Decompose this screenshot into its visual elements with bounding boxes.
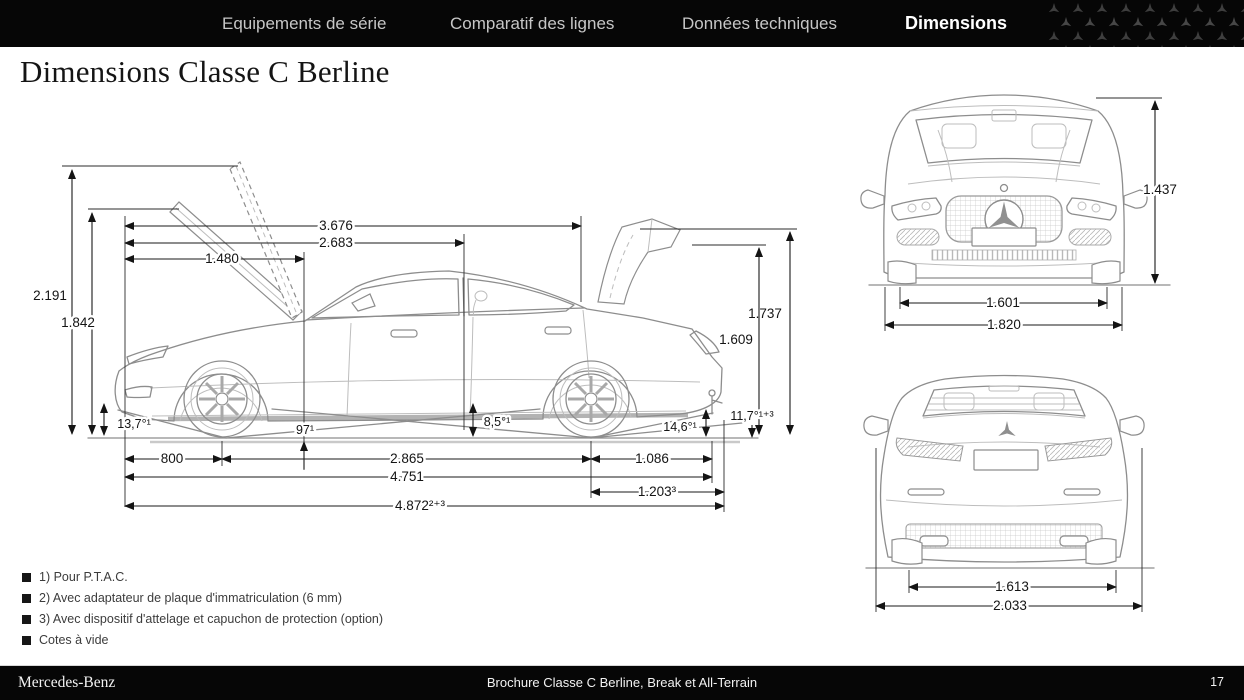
footnote-text: Cotes à vide bbox=[39, 633, 109, 647]
side-view-dimensions: 3.676 2.683 1.480 2.191 1.842 1.737 1.60… bbox=[31, 165, 797, 516]
square-bullet-icon bbox=[22, 572, 31, 582]
dim-2033-label: 2.033 bbox=[993, 598, 1027, 613]
dim-1820-label: 1.820 bbox=[987, 317, 1021, 332]
mercedes-star-icon bbox=[998, 421, 1016, 436]
page-number: 17 bbox=[1210, 675, 1224, 689]
dim-1203-label: 1.203³ bbox=[638, 484, 677, 499]
rear-wheel bbox=[552, 360, 630, 438]
dim-3676-label: 3.676 bbox=[319, 218, 353, 233]
footnote-text: 3) Avec dispositif d'attelage et capucho… bbox=[39, 612, 384, 626]
dim-1601-label: 1.601 bbox=[986, 295, 1020, 310]
footnote-text: 2) Avec adaptateur de plaque d'immatricu… bbox=[39, 591, 343, 605]
nav-item-comparatif[interactable]: Comparatif des lignes bbox=[450, 14, 615, 33]
square-bullet-icon bbox=[22, 593, 31, 603]
front-wheel bbox=[183, 360, 261, 438]
ground-clearance-label: 97¹ bbox=[296, 423, 314, 437]
rear-license-plate bbox=[973, 449, 1039, 471]
dim-1842-label: 1.842 bbox=[61, 315, 95, 330]
dim-1437-label: 1.437 bbox=[1143, 182, 1177, 197]
page-title: Dimensions Classe C Berline bbox=[20, 54, 390, 89]
footnotes-list: 1) Pour P.T.A.C. 2) Avec adaptateur de p… bbox=[22, 570, 383, 654]
dim-4751-label: 4.751 bbox=[390, 469, 424, 484]
nav-item-dimensions-active[interactable]: Dimensions bbox=[905, 13, 1008, 33]
right-taillight bbox=[1044, 437, 1113, 462]
square-bullet-icon bbox=[22, 614, 31, 624]
dim-800-label: 800 bbox=[161, 451, 184, 466]
dim-1737-label: 1.737 bbox=[748, 306, 782, 321]
departure-angle-label: 14,6°¹ bbox=[663, 420, 697, 434]
dim-1613-label: 1.613 bbox=[995, 579, 1029, 594]
approach-angle-label: 13,7°¹ bbox=[117, 417, 151, 431]
footnote-item: 3) Avec dispositif d'attelage et capucho… bbox=[22, 612, 383, 626]
front-view-drawing bbox=[860, 94, 1171, 286]
ramp-angle-label: 8,5°¹ bbox=[484, 415, 511, 429]
dim-1609-label: 1.609 bbox=[719, 332, 753, 347]
front-license-plate bbox=[971, 227, 1037, 247]
nav-item-equipements[interactable]: Equipements de série bbox=[222, 14, 387, 33]
dim-2191-label: 2.191 bbox=[33, 288, 67, 303]
nav-item-donnees-techniques[interactable]: Données techniques bbox=[682, 14, 838, 33]
footer-document-title: Brochure Classe C Berline, Break et All-… bbox=[486, 675, 758, 690]
rear-view-drawing bbox=[863, 374, 1155, 569]
star-pattern-decoration bbox=[1048, 0, 1244, 47]
left-taillight bbox=[895, 437, 964, 462]
dim-1480-label: 1.480 bbox=[205, 251, 239, 266]
rear-view-dimensions: 1.613 2.033 bbox=[875, 448, 1143, 616]
open-trunk-lid bbox=[597, 218, 681, 305]
footer-bar: Mercedes-Benz Brochure Classe C Berline,… bbox=[0, 665, 1244, 700]
footnote-item: Cotes à vide bbox=[22, 633, 383, 647]
dim-4872-label: 4.872²⁺³ bbox=[395, 498, 445, 513]
top-nav-bar: Equipements de série Comparatif des lign… bbox=[0, 0, 1244, 47]
footnote-item: 2) Avec adaptateur de plaque d'immatricu… bbox=[22, 591, 383, 605]
footnote-item: 1) Pour P.T.A.C. bbox=[22, 570, 383, 584]
brand-wordmark: Mercedes-Benz bbox=[18, 674, 116, 691]
side-view-drawing bbox=[87, 161, 759, 444]
square-bullet-icon bbox=[22, 635, 31, 645]
mercedes-stars-tile bbox=[1048, 0, 1244, 47]
dim-1086-label: 1.086 bbox=[635, 451, 669, 466]
front-view-dimensions: 1.437 1.601 1.820 bbox=[884, 97, 1179, 335]
departure-angle-hitch-label: 11,7°¹⁺³ bbox=[730, 409, 773, 423]
dim-2683-label: 2.683 bbox=[319, 235, 353, 250]
dim-2865-label: 2.865 bbox=[390, 451, 424, 466]
footnote-text: 1) Pour P.T.A.C. bbox=[39, 570, 128, 584]
